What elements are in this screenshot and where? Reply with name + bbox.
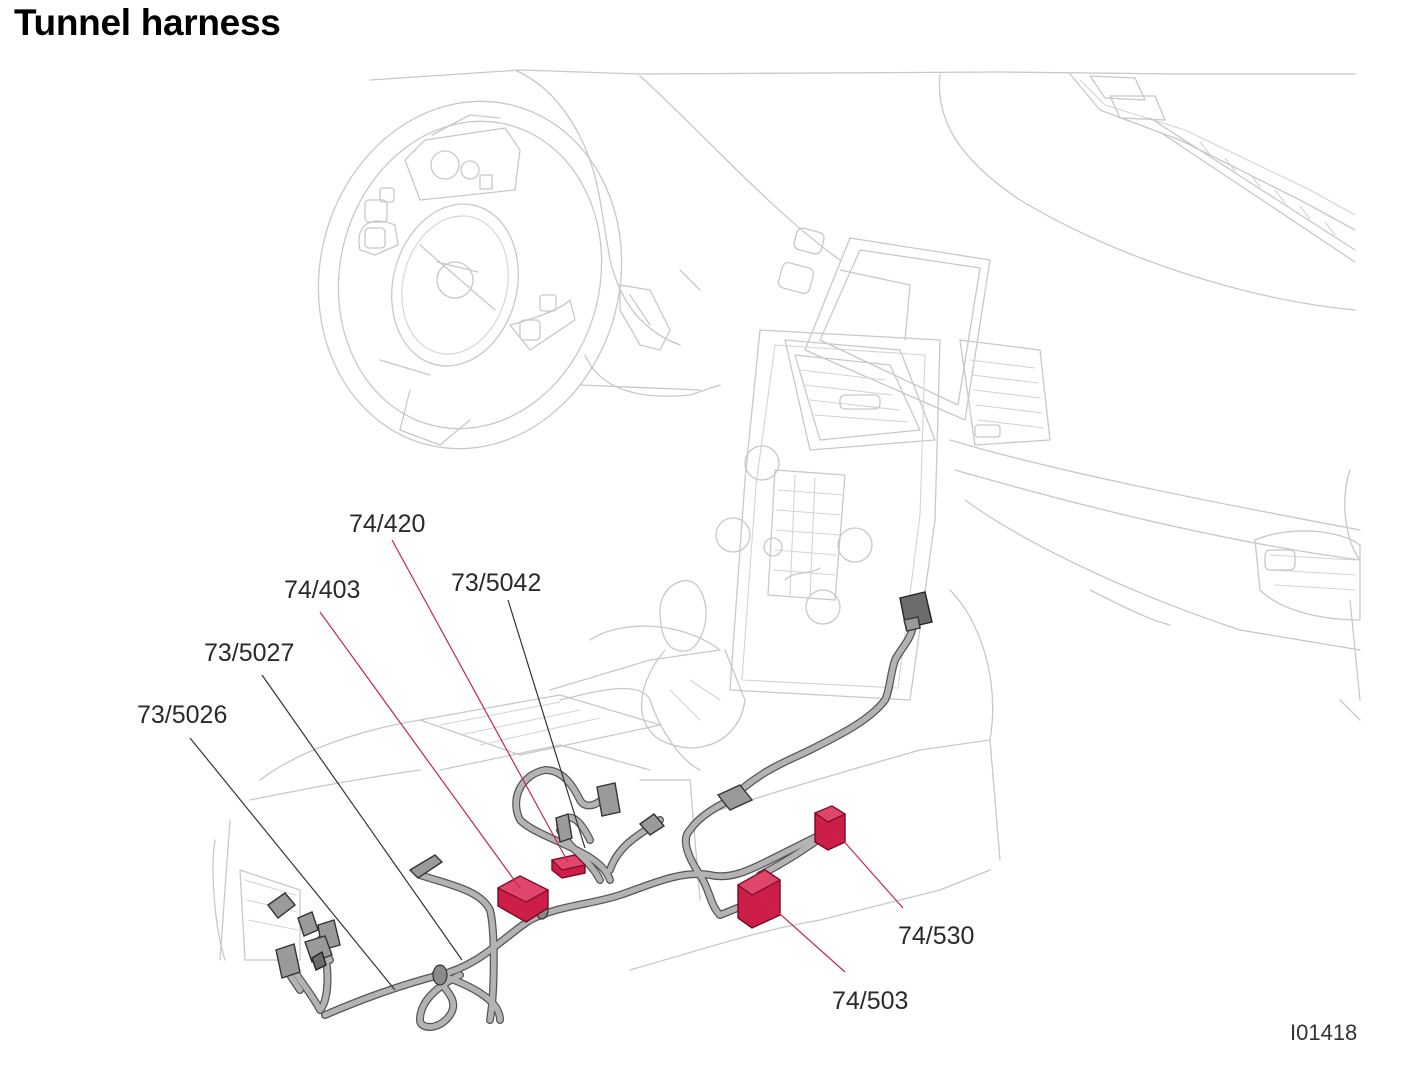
callout-label: 74/420 (349, 510, 425, 538)
diagram-title: Tunnel harness (14, 2, 281, 43)
highlighted-connectors (496, 805, 847, 929)
callout-label: 74/403 (284, 576, 360, 604)
callout-label: 74/503 (832, 987, 908, 1015)
grey-connectors (267, 591, 933, 979)
callout-label: 73/5026 (137, 701, 227, 729)
figure-reference: I01418 (1290, 1020, 1357, 1045)
callout-label: 73/5027 (204, 639, 294, 667)
callout-labels: 74/420 73/5042 74/403 73/5027 73/5026 74… (137, 510, 1357, 1045)
dashboard-outline (212, 69, 1361, 971)
leader-lines (189, 539, 904, 991)
callout-label: 73/5042 (451, 569, 541, 597)
callout-label: 74/530 (898, 922, 974, 950)
